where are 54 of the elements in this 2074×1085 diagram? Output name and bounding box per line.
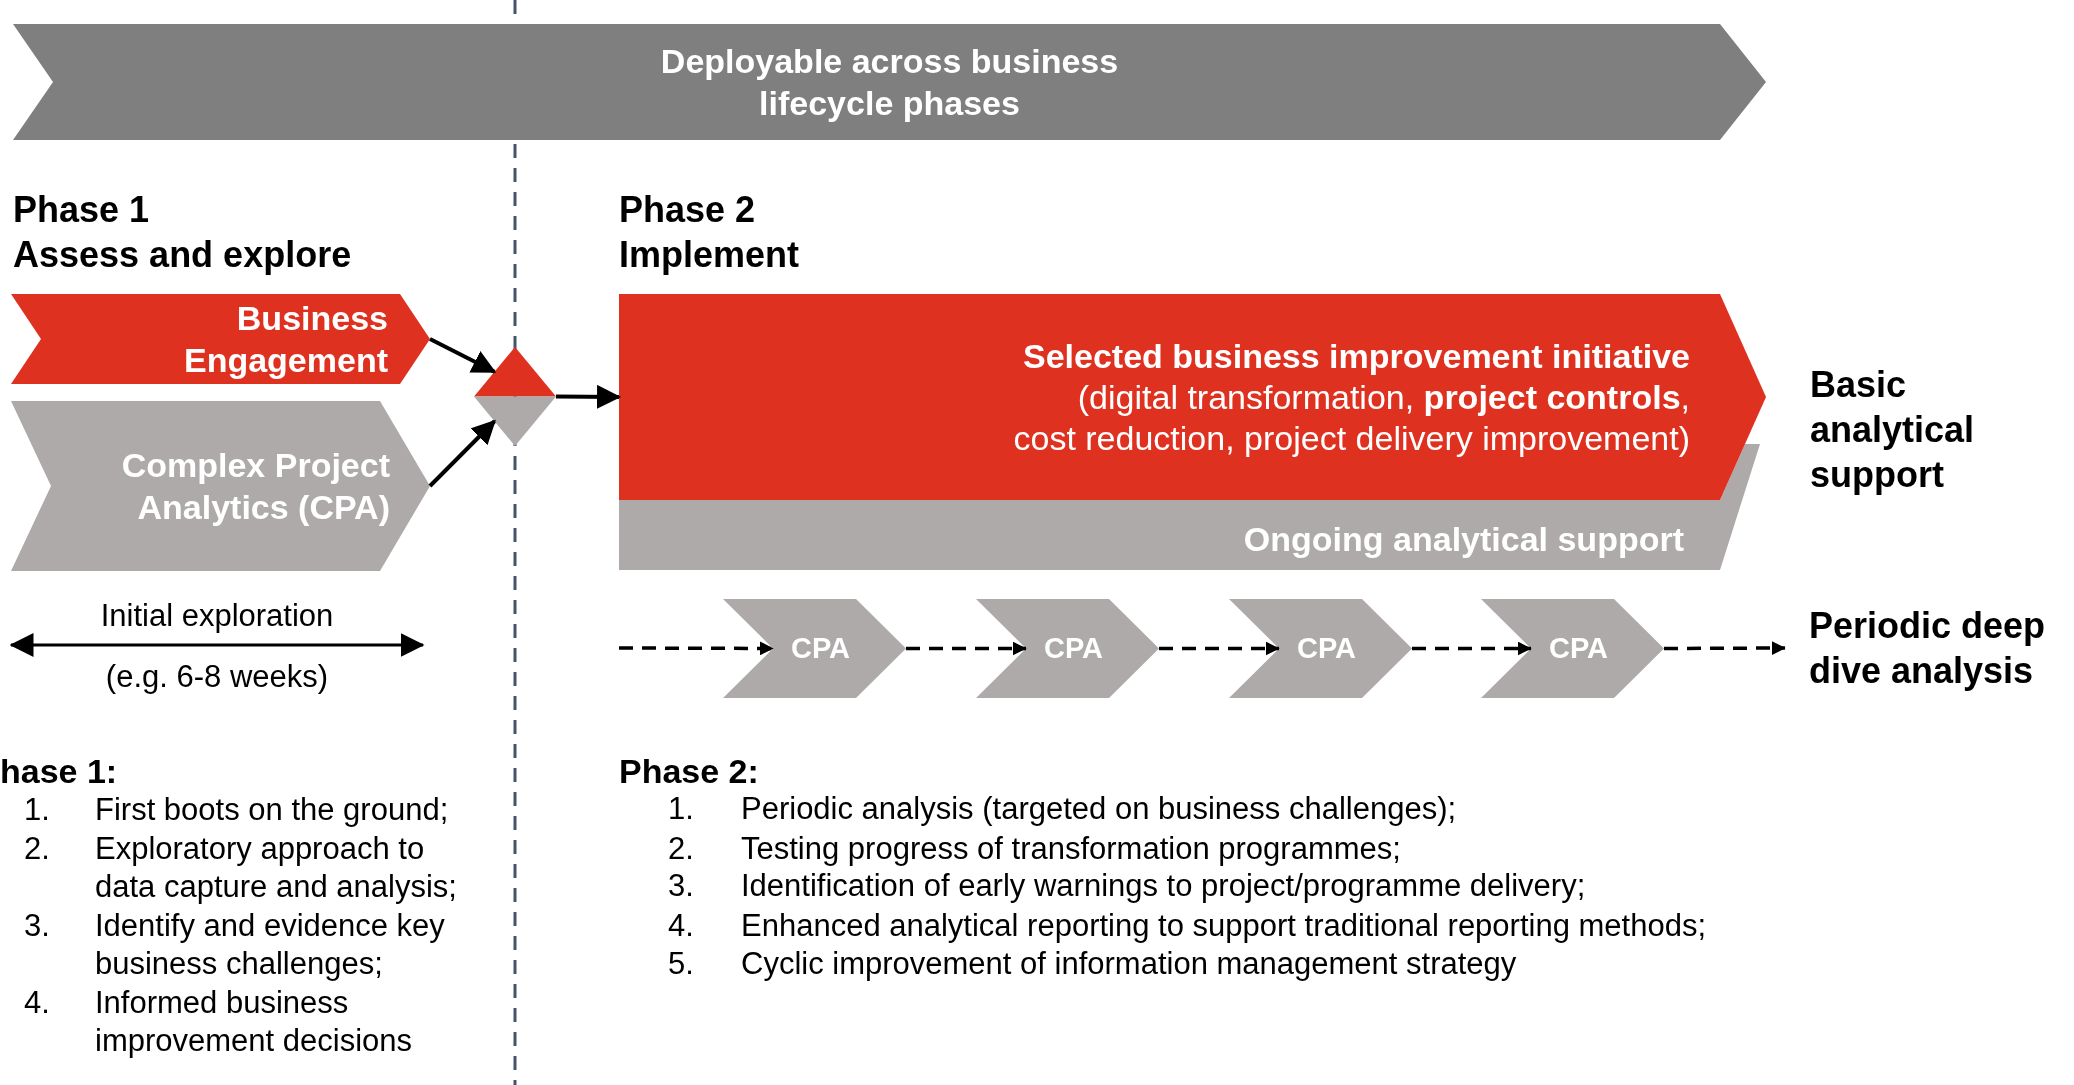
- list-number: 4.: [668, 907, 695, 945]
- list-item: Exploratory approach to data capture and analysis;: [95, 830, 458, 906]
- process-step: [976, 599, 1159, 698]
- node-label: CPA: [790, 630, 851, 666]
- list-item: Testing progress of transformation programmes;: [741, 830, 1402, 868]
- phase-heading: Implement: [619, 233, 801, 277]
- list-item: Enhanced analytical reporting to support traditional reporting methods;: [741, 907, 1708, 945]
- list-item: First boots on the ground;: [95, 791, 450, 829]
- node-label: CPA: [1548, 630, 1609, 666]
- dashed-arrow: [1412, 641, 1532, 656]
- phase-heading: Assess and explore: [13, 233, 353, 277]
- list-heading: Phase 2:: [619, 751, 760, 792]
- dashed-arrow: [906, 641, 1027, 656]
- node-label: (digital transformation, project controls, cost reduction, project delivery improvement): [1012, 376, 1690, 459]
- node-label: Business Engagement: [182, 298, 388, 381]
- process-step: [1481, 599, 1664, 698]
- list-item: Identification of early warnings to project/programme delivery;: [741, 867, 1587, 905]
- duration-label: (e.g. 6-8 weeks): [104, 658, 330, 696]
- list-number: 2.: [668, 830, 695, 868]
- arrow: [556, 384, 621, 409]
- chevron-box: [11, 294, 430, 384]
- process-step: [723, 599, 906, 698]
- list-item: Informed business improvement decisions: [95, 984, 414, 1060]
- stage-label: Periodic deep dive analysis: [1809, 604, 2047, 693]
- list-item: Periodic analysis (targeted on business challenges);: [741, 790, 1458, 828]
- support-label: Basic analytical support: [1810, 363, 1976, 497]
- arrow: [428, 419, 496, 488]
- phase-banner: [13, 24, 1766, 140]
- process-step: [1229, 599, 1412, 698]
- list-item: Cyclic improvement of information management strategy: [741, 945, 1518, 983]
- list-number: 2.: [24, 830, 51, 868]
- dashed-arrow: [1664, 641, 1786, 656]
- decision-diamond: [474, 347, 556, 446]
- node-label: Ongoing analytical support: [1243, 519, 1684, 560]
- node-label: Selected business improvement initiative: [1022, 335, 1690, 377]
- node-label: CPA: [1296, 630, 1357, 666]
- duration-label: Initial exploration: [99, 597, 335, 635]
- list-number: 3.: [24, 907, 51, 945]
- phase-heading: Phase 1: [13, 188, 151, 232]
- chevron-box: [11, 401, 430, 571]
- list-number: 1.: [24, 791, 51, 829]
- phase-heading: Phase 2: [619, 188, 757, 232]
- list-item: Identify and evidence key business challenges;: [95, 907, 446, 983]
- list-number: 3.: [668, 867, 695, 905]
- dashed-arrow: [1159, 641, 1280, 656]
- list-number: 4.: [24, 984, 51, 1022]
- node-label: Complex Project Analytics (CPA): [120, 445, 390, 528]
- list-number: 5.: [668, 945, 695, 983]
- list-number: 1.: [668, 790, 695, 828]
- node-label: CPA: [1043, 630, 1104, 666]
- dashed-arrow: [619, 641, 774, 656]
- node-label: Deployable across business lifecycle phases: [659, 41, 1120, 124]
- list-heading: hase 1:: [0, 751, 119, 792]
- arrow: [429, 337, 497, 374]
